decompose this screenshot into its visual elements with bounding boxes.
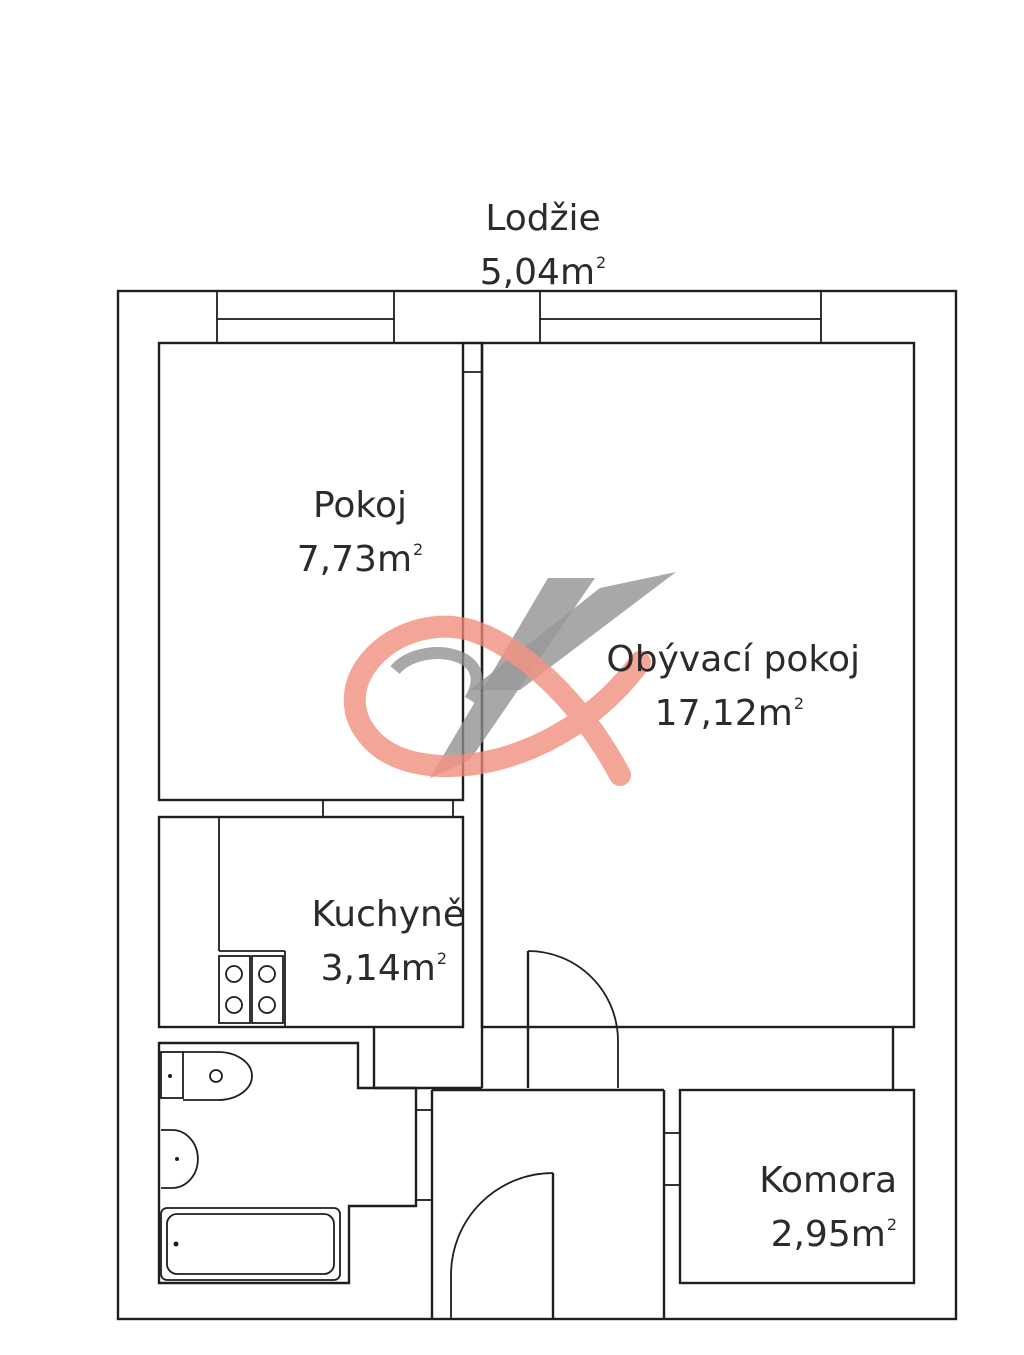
pokoj-area: 7,73m2 [296,539,424,580]
pokoj-kitchen-opening [322,800,454,817]
obyvaci-name: Obývací pokoj [606,639,860,680]
kitchen-counter [218,817,286,1027]
komora-area: 2,95m2 [770,1214,897,1255]
entrance-door-icon [450,1172,555,1319]
outer-wall [116,289,958,1321]
room-bathroom [157,1041,418,1285]
toilet-icon [160,1051,253,1101]
lodzie-area: 5,04m2 [479,252,607,293]
kuchyne-name: Kuchyně [311,894,465,935]
label-lodzie: Lodžie 5,04m2 [443,197,643,295]
label-pokoj: Pokoj 7,73m2 [260,484,460,582]
room-kuchyne [157,815,465,1029]
lodzie-name: Lodžie [485,198,601,239]
top-windows [216,290,822,343]
stove-icon [218,955,284,1024]
hallway [372,1027,895,1319]
label-obyvaci-pokoj: Obývací pokoj 17,12m2 [560,638,860,736]
obyvaci-area: 17,12m2 [654,693,804,734]
label-komora: Komora 2,95m2 [700,1159,897,1257]
room-komora [678,1088,916,1285]
room-pokoj [157,341,465,802]
watermark-logo [343,572,676,786]
bathtub-icon [160,1207,341,1281]
komora-name: Komora [759,1160,897,1201]
label-kuchyne: Kuchyně 3,14m2 [290,893,465,991]
pokoj-name: Pokoj [312,485,408,526]
living-room-door-icon [526,950,619,1088]
sink-icon [161,1129,199,1189]
kuchyne-area: 3,14m2 [320,948,447,989]
